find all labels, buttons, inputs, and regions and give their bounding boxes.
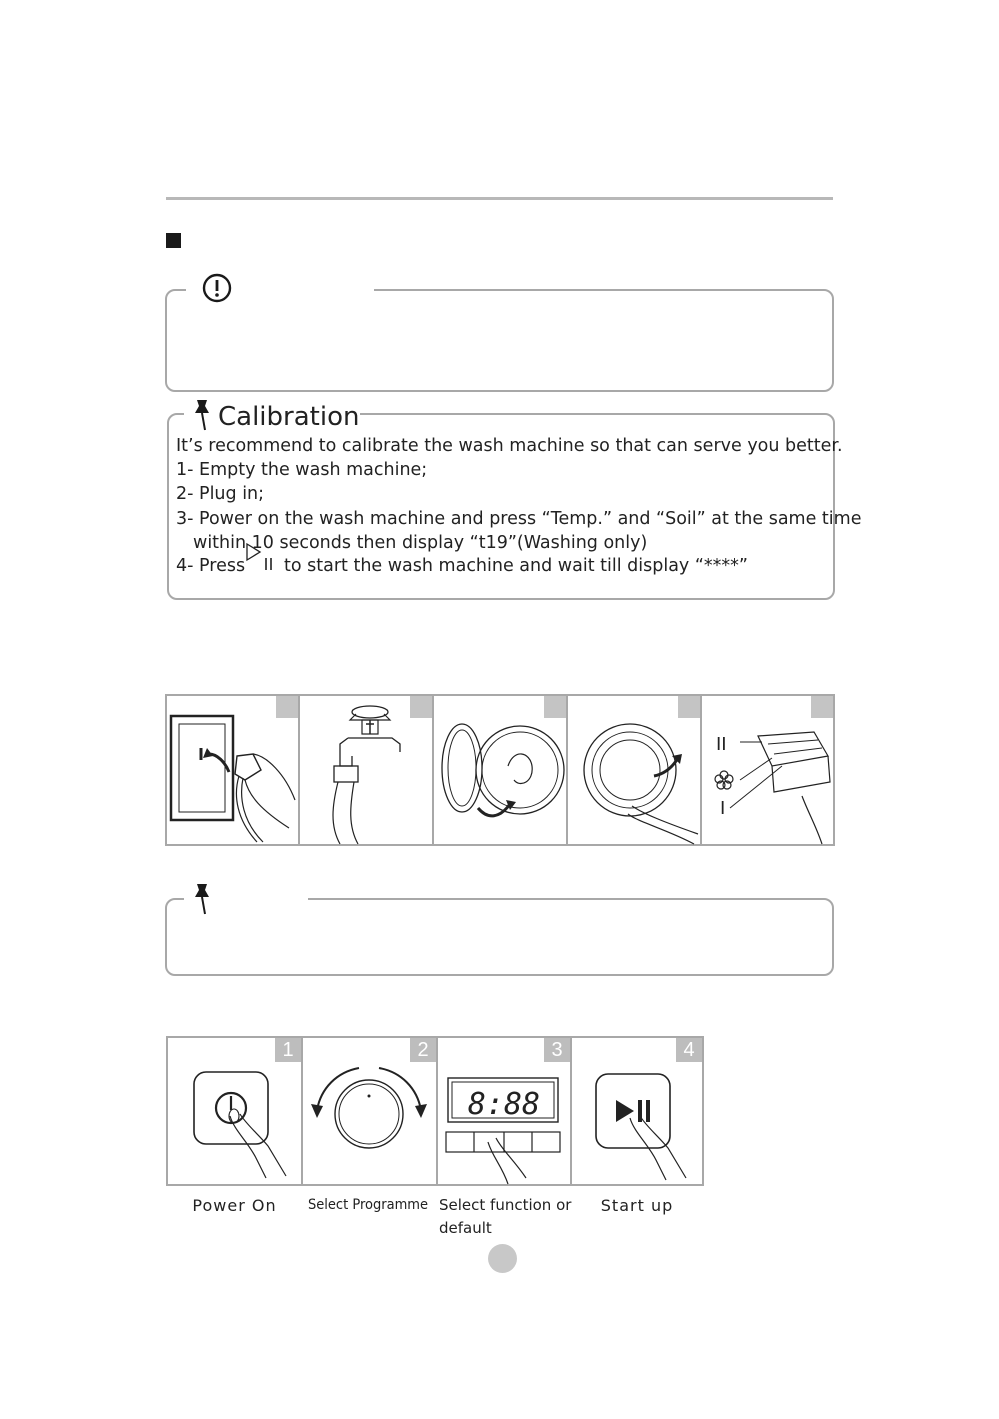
pushpin-icon bbox=[190, 398, 216, 432]
illustration-close-door bbox=[566, 694, 702, 846]
step-power-on: 1 bbox=[166, 1036, 303, 1186]
panel-corner bbox=[544, 696, 566, 718]
step-number: 3 bbox=[544, 1038, 570, 1062]
section-marker bbox=[166, 233, 181, 248]
panel-corner bbox=[410, 696, 432, 718]
note-legend bbox=[184, 888, 308, 904]
illustration-plug-in bbox=[165, 694, 300, 846]
step-select-function: 3 8:88 bbox=[436, 1036, 572, 1186]
illustration-water-tap bbox=[298, 694, 434, 846]
step-number: 2 bbox=[410, 1038, 436, 1062]
illustration-detergent-drawer: II I bbox=[700, 694, 835, 846]
calibration-intro: It’s recommend to calibrate the wash mac… bbox=[176, 436, 843, 456]
calibration-step-3: 3- Power on the wash machine and press “… bbox=[176, 509, 862, 529]
softener-flower-icon bbox=[714, 770, 734, 790]
warning-box bbox=[165, 289, 834, 392]
caption-select-function-line1: Select function or bbox=[439, 1196, 572, 1214]
panel-corner bbox=[678, 696, 700, 718]
page-number-badge bbox=[488, 1244, 517, 1273]
note-box bbox=[165, 898, 834, 976]
step-select-programme: 2 bbox=[301, 1036, 438, 1186]
caption-select-programme: Select Programme bbox=[307, 1197, 429, 1213]
digital-display: 8:88 bbox=[468, 1087, 540, 1122]
calibration-step-4-cont: to start the wash machine and wait till … bbox=[284, 556, 748, 576]
panel-corner bbox=[276, 696, 298, 718]
warning-legend bbox=[186, 280, 374, 296]
caption-power-on: Power On bbox=[192, 1196, 277, 1215]
header-rule bbox=[166, 197, 833, 200]
caption-start-up: Start up bbox=[600, 1196, 674, 1215]
main-wash-mark: I bbox=[720, 798, 725, 819]
pushpin-icon bbox=[190, 882, 216, 916]
calibration-box bbox=[167, 413, 835, 600]
calibration-step-2: 2- Plug in; bbox=[176, 484, 265, 504]
step-number: 4 bbox=[676, 1038, 702, 1062]
caption-select-function-line2: default bbox=[439, 1219, 492, 1237]
prewash-mark: II bbox=[716, 734, 727, 755]
calibration-legend bbox=[184, 402, 360, 424]
calibration-title: Calibration bbox=[218, 402, 360, 432]
calibration-step-1: 1- Empty the wash machine; bbox=[176, 460, 428, 480]
step-start-up: 4 bbox=[570, 1036, 704, 1186]
play-pause-icon bbox=[244, 542, 280, 572]
caption-select-function: Select function or default bbox=[434, 1194, 576, 1240]
step-number: 1 bbox=[275, 1038, 301, 1062]
exclamation-icon bbox=[201, 272, 233, 304]
panel-corner bbox=[811, 696, 833, 718]
calibration-step-4: 4- Press bbox=[176, 556, 246, 576]
calibration-step-3-cont: within 10 seconds then display “t19”(Was… bbox=[193, 533, 648, 553]
illustration-load-laundry bbox=[432, 694, 568, 846]
